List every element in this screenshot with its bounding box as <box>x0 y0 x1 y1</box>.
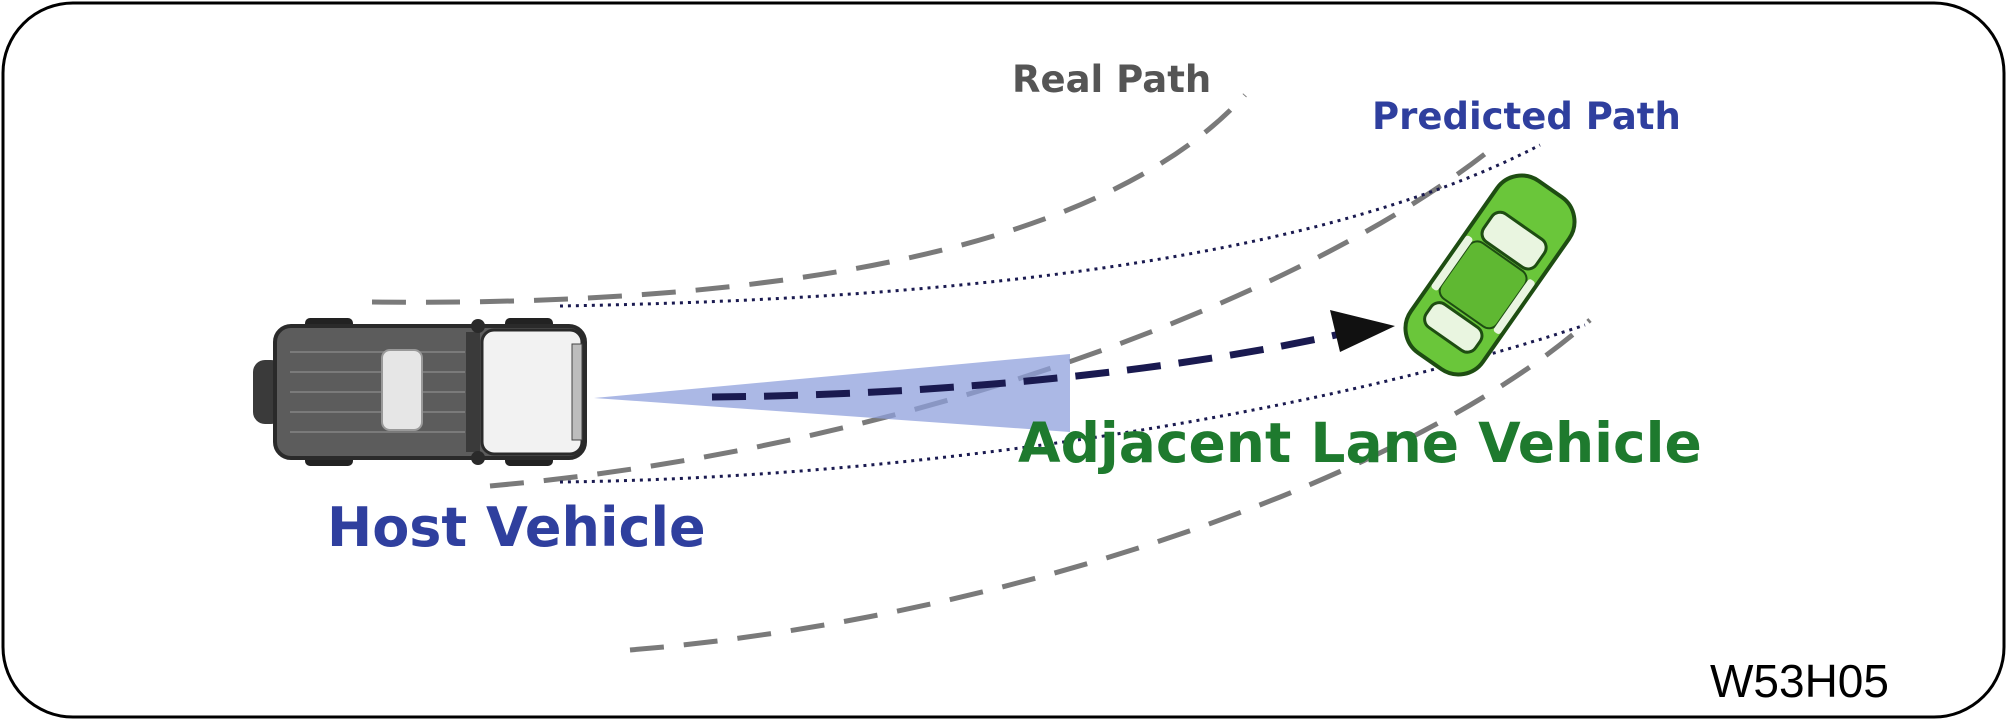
host-vehicle <box>253 318 587 466</box>
predicted-path-arrow <box>711 310 1395 401</box>
real-path-upper-line <box>371 93 1247 305</box>
real-path-label: Real Path <box>1012 58 1211 101</box>
adjacent-side-window-top <box>1431 235 1473 291</box>
host-roof-ribs <box>290 351 465 433</box>
adjacent-windshield <box>1480 210 1548 271</box>
host-sunroof <box>381 349 423 431</box>
adjacent-rear-window <box>1423 301 1484 354</box>
host-mirror-bottom <box>471 451 485 465</box>
real-path-middle-line <box>489 148 1492 489</box>
predicted-path-label: Predicted Path <box>1372 95 1681 138</box>
real-path-lower-line <box>629 318 1592 653</box>
predicted-path-lines <box>559 143 1586 484</box>
host-vehicle-label: Host Vehicle <box>327 496 706 559</box>
real-path-lines <box>371 93 1592 653</box>
predicted-path-arrow-line <box>711 330 1341 401</box>
figure-code: W53H05 <box>1710 655 1889 707</box>
host-hood <box>480 328 584 456</box>
arrowhead <box>1330 310 1395 352</box>
adjacent-side-window-bottom <box>1493 279 1535 334</box>
host-mirror-top <box>471 319 485 333</box>
adjacent-vehicle <box>1403 173 1577 377</box>
host-windshield <box>466 332 480 452</box>
predicted-path-upper-line <box>559 143 1541 308</box>
host-grille <box>571 343 583 441</box>
adjacent-vehicle-label: Adjacent Lane Vehicle <box>1018 411 1702 475</box>
predicted-path-lower-line <box>559 323 1586 484</box>
